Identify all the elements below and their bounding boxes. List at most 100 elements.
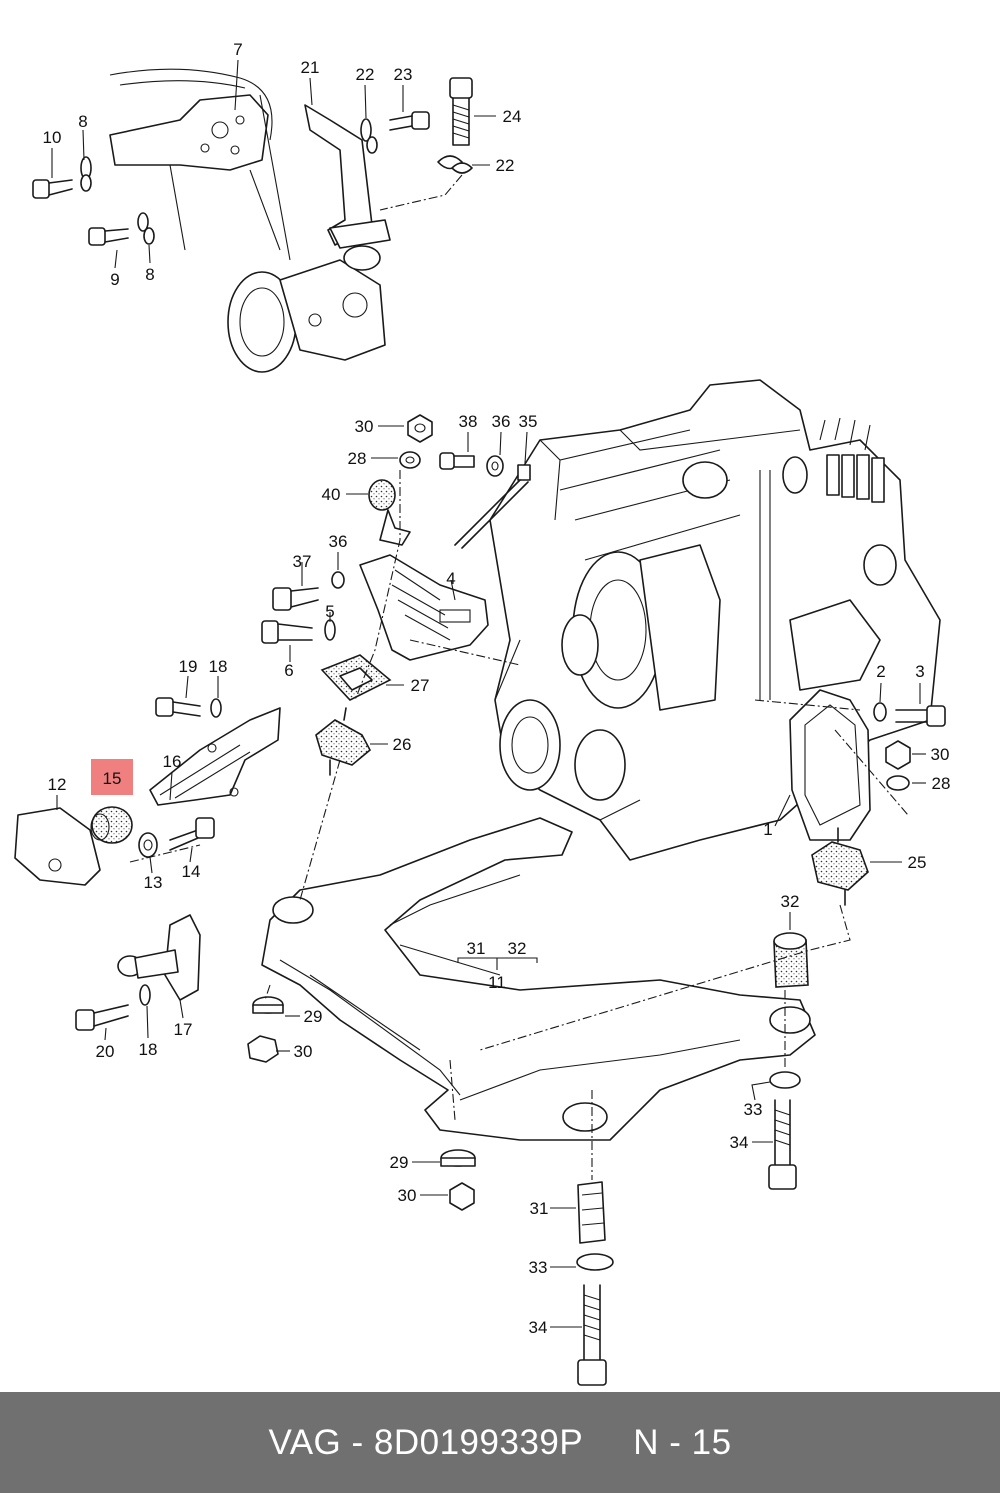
bolt-10 xyxy=(32,179,73,199)
bolt-9 xyxy=(88,227,129,246)
part-label-7: 7 xyxy=(233,40,242,59)
bracket-12 xyxy=(14,807,101,886)
nut-30-top xyxy=(407,414,433,443)
footer-bar: VAG - 8D0199339P N - 15 xyxy=(0,1392,1000,1493)
part-label-33: 33 xyxy=(744,1100,763,1119)
part-number-text: VAG - 8D0199339P xyxy=(268,1422,584,1462)
part-label-2: 2 xyxy=(876,662,885,681)
mount-bracket-1 xyxy=(789,689,871,841)
bolt-20 xyxy=(75,1004,129,1031)
part-label-23: 23 xyxy=(394,65,413,84)
washer-36-mid xyxy=(331,571,345,589)
part-label-33: 33 xyxy=(529,1258,548,1277)
page-number-text: N - 15 xyxy=(633,1422,732,1462)
part-label-14: 14 xyxy=(182,862,201,881)
part-label-34: 34 xyxy=(730,1133,749,1152)
part-label-29: 29 xyxy=(304,1007,323,1026)
axis-lines xyxy=(129,470,909,1180)
part-label-21: 21 xyxy=(301,58,320,77)
bolt-38 xyxy=(439,452,475,470)
part-label-5: 5 xyxy=(325,602,334,621)
part-label-30: 30 xyxy=(294,1042,313,1061)
washer-22-bottom xyxy=(437,155,473,174)
part-label-26: 26 xyxy=(393,735,412,754)
part-label-15-highlighted: 15 xyxy=(103,769,122,788)
washer-33-right xyxy=(769,1071,801,1089)
part-label-29: 29 xyxy=(390,1153,409,1172)
part-label-32: 32 xyxy=(781,892,800,911)
bushing-31 xyxy=(577,1181,606,1244)
part-label-31: 31 xyxy=(467,939,486,958)
part-label-20: 20 xyxy=(96,1042,115,1061)
exploded-parts-diagram: 7 8 10 8 9 21 22 23 24 22 30 38 36 35 28… xyxy=(14,40,951,1386)
part-label-6: 6 xyxy=(284,661,293,680)
washer-28-top xyxy=(399,451,421,469)
axis-line-24 xyxy=(379,174,463,211)
bolt-6 xyxy=(261,620,313,644)
part-label-25: 25 xyxy=(908,853,927,872)
part-label-9: 9 xyxy=(110,270,119,289)
heat-shield-16 xyxy=(149,707,281,806)
part-label-4: 4 xyxy=(446,569,455,588)
part-label-36: 36 xyxy=(492,412,511,431)
nut-30-left xyxy=(247,1035,279,1063)
bolt-24 xyxy=(449,77,473,146)
part-label-36: 36 xyxy=(329,532,348,551)
pad-27 xyxy=(320,654,392,701)
part-label-18: 18 xyxy=(139,1040,158,1059)
part-label-35: 35 xyxy=(519,412,538,431)
engine-block xyxy=(489,379,941,861)
bracket-4 xyxy=(359,554,489,661)
part-label-10: 10 xyxy=(43,128,62,147)
part-label-28: 28 xyxy=(348,449,367,468)
nut-30-bottom xyxy=(449,1182,475,1211)
part-label-22: 22 xyxy=(356,65,375,84)
washer-2 xyxy=(873,702,887,722)
bolt-14 xyxy=(169,817,215,851)
part-label-1: 1 xyxy=(763,820,772,839)
bolt-34-right xyxy=(768,1099,797,1190)
washer-18-left xyxy=(210,698,222,718)
bolt-19 xyxy=(155,697,201,717)
leader-lines xyxy=(51,59,926,1328)
part-label-27: 27 xyxy=(411,676,430,695)
part-label-28: 28 xyxy=(932,774,951,793)
washer-8-top xyxy=(80,156,92,192)
part-label-16: 16 xyxy=(163,752,182,771)
bushing-32 xyxy=(773,932,809,988)
bolt-23 xyxy=(389,111,430,131)
washer-29-bottom xyxy=(440,1149,476,1167)
part-label-24: 24 xyxy=(503,107,522,126)
subframe-11 xyxy=(261,817,816,1141)
bushing-40 xyxy=(368,479,411,546)
bolt-37 xyxy=(272,587,319,611)
washer-29-left xyxy=(252,996,284,1014)
bolt-34-bottom xyxy=(577,1284,607,1386)
part-label-32: 32 xyxy=(508,939,527,958)
part-label-22: 22 xyxy=(496,156,515,175)
part-label-34: 34 xyxy=(529,1318,548,1337)
mount-26 xyxy=(315,707,372,776)
part-label-30: 30 xyxy=(355,417,374,436)
mount-25 xyxy=(811,827,869,906)
washer-13 xyxy=(138,832,158,858)
part-label-3: 3 xyxy=(915,662,924,681)
part-label-11: 11 xyxy=(488,973,506,992)
washer-22-top xyxy=(360,118,378,154)
nut-30-right xyxy=(885,740,911,770)
washer-28-right xyxy=(886,775,910,791)
highlight-box xyxy=(91,759,133,795)
bracket-17 xyxy=(117,914,201,1001)
part-label-17: 17 xyxy=(174,1020,193,1039)
part-labels: 7 8 10 8 9 21 22 23 24 22 30 38 36 35 28… xyxy=(43,40,951,1337)
bolt-3 xyxy=(895,705,946,727)
washer-5 xyxy=(324,619,336,641)
part-label-19: 19 xyxy=(179,657,198,676)
part-label-40: 40 xyxy=(322,485,341,504)
part-label-37: 37 xyxy=(293,552,312,571)
top-bracket-assembly xyxy=(109,68,391,373)
part-label-30: 30 xyxy=(398,1186,417,1205)
washer-36-top xyxy=(486,455,504,477)
rod-35 xyxy=(454,464,531,549)
part-label-18: 18 xyxy=(209,657,228,676)
